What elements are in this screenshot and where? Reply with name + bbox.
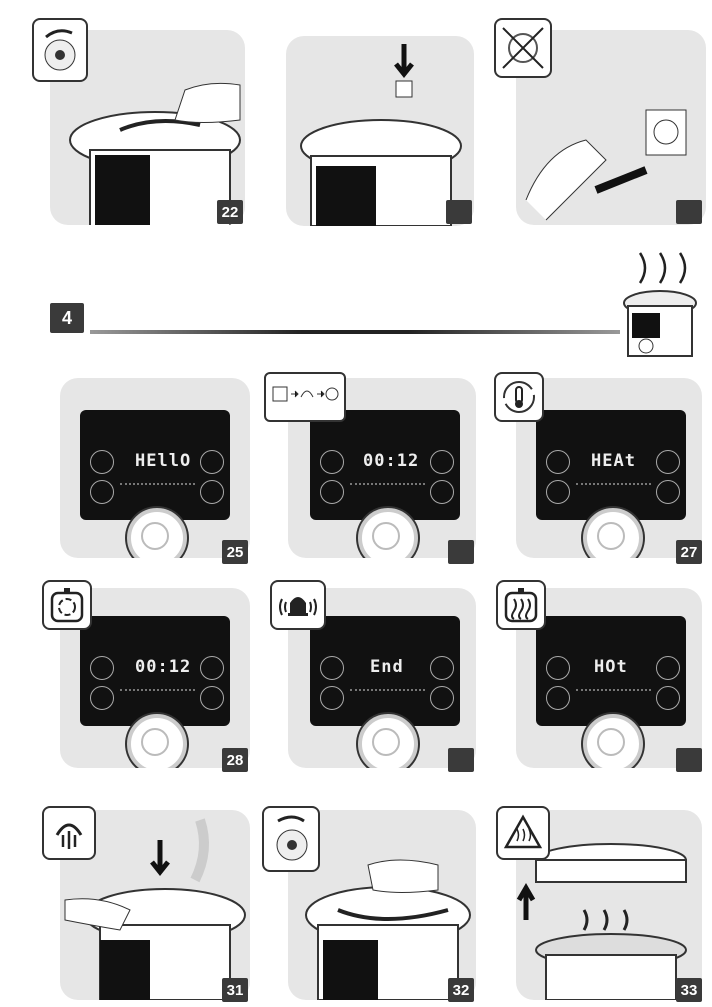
step-23-panel xyxy=(286,36,474,226)
lid-close-illustration xyxy=(69,82,241,225)
section-number: 4 xyxy=(50,303,84,333)
control-knob xyxy=(583,508,643,558)
section-divider xyxy=(90,330,620,334)
display-text: 00:12 xyxy=(135,657,192,677)
lid-open-illustration xyxy=(305,859,471,1000)
step-number xyxy=(676,748,702,772)
step-number xyxy=(676,200,702,224)
step-33-panel xyxy=(516,810,702,1000)
step-number: 32 xyxy=(448,978,474,1002)
control-knob xyxy=(358,508,418,558)
step-30-panel: HOt xyxy=(516,588,702,768)
step-number: 25 xyxy=(222,540,248,564)
step-29-panel: End xyxy=(288,588,476,768)
step-32-panel xyxy=(288,810,476,1000)
steam-release-illustration xyxy=(64,818,246,1000)
steam-release-icon xyxy=(42,806,96,860)
valve-insert-illustration xyxy=(300,44,462,226)
program-sequence-icon xyxy=(264,372,346,422)
step-number: 33 xyxy=(676,978,702,1002)
control-knob xyxy=(358,714,418,768)
control-knob xyxy=(127,508,187,558)
display-text: HEllO xyxy=(135,451,192,471)
steam-pot-icon xyxy=(496,580,546,630)
control-knob xyxy=(583,714,643,768)
steaming-cooker-illustration xyxy=(623,252,697,357)
control-knob xyxy=(127,714,187,768)
bell-icon xyxy=(270,580,326,630)
step-number xyxy=(446,200,472,224)
lid-lift-illustration xyxy=(516,843,687,1000)
thermometer-icon xyxy=(494,372,544,422)
plug-in-illustration xyxy=(525,109,687,221)
display-text: HOt xyxy=(594,657,628,677)
rotate-arrow-icon xyxy=(262,806,320,872)
step-number: 28 xyxy=(222,748,248,772)
display-text: HEAt xyxy=(591,451,636,471)
display-text: End xyxy=(370,657,404,677)
step-number xyxy=(448,540,474,564)
step-27-panel: HEAt xyxy=(516,378,702,558)
pressure-cycle-icon xyxy=(42,580,92,630)
step-number: 27 xyxy=(676,540,702,564)
step-number xyxy=(448,748,474,772)
step-28-panel: 00:12 xyxy=(60,588,250,768)
hot-surface-warning-icon xyxy=(496,806,550,860)
step-25-panel: HEllO xyxy=(60,378,250,558)
no-cord-icon xyxy=(494,18,552,78)
step-26-panel: 00:12 xyxy=(288,378,476,558)
step-22-panel xyxy=(50,30,245,225)
step-number: 22 xyxy=(217,200,243,224)
step-number: 31 xyxy=(222,978,248,1002)
display-text: 00:12 xyxy=(363,451,420,471)
rotate-arrow-icon xyxy=(32,18,88,82)
